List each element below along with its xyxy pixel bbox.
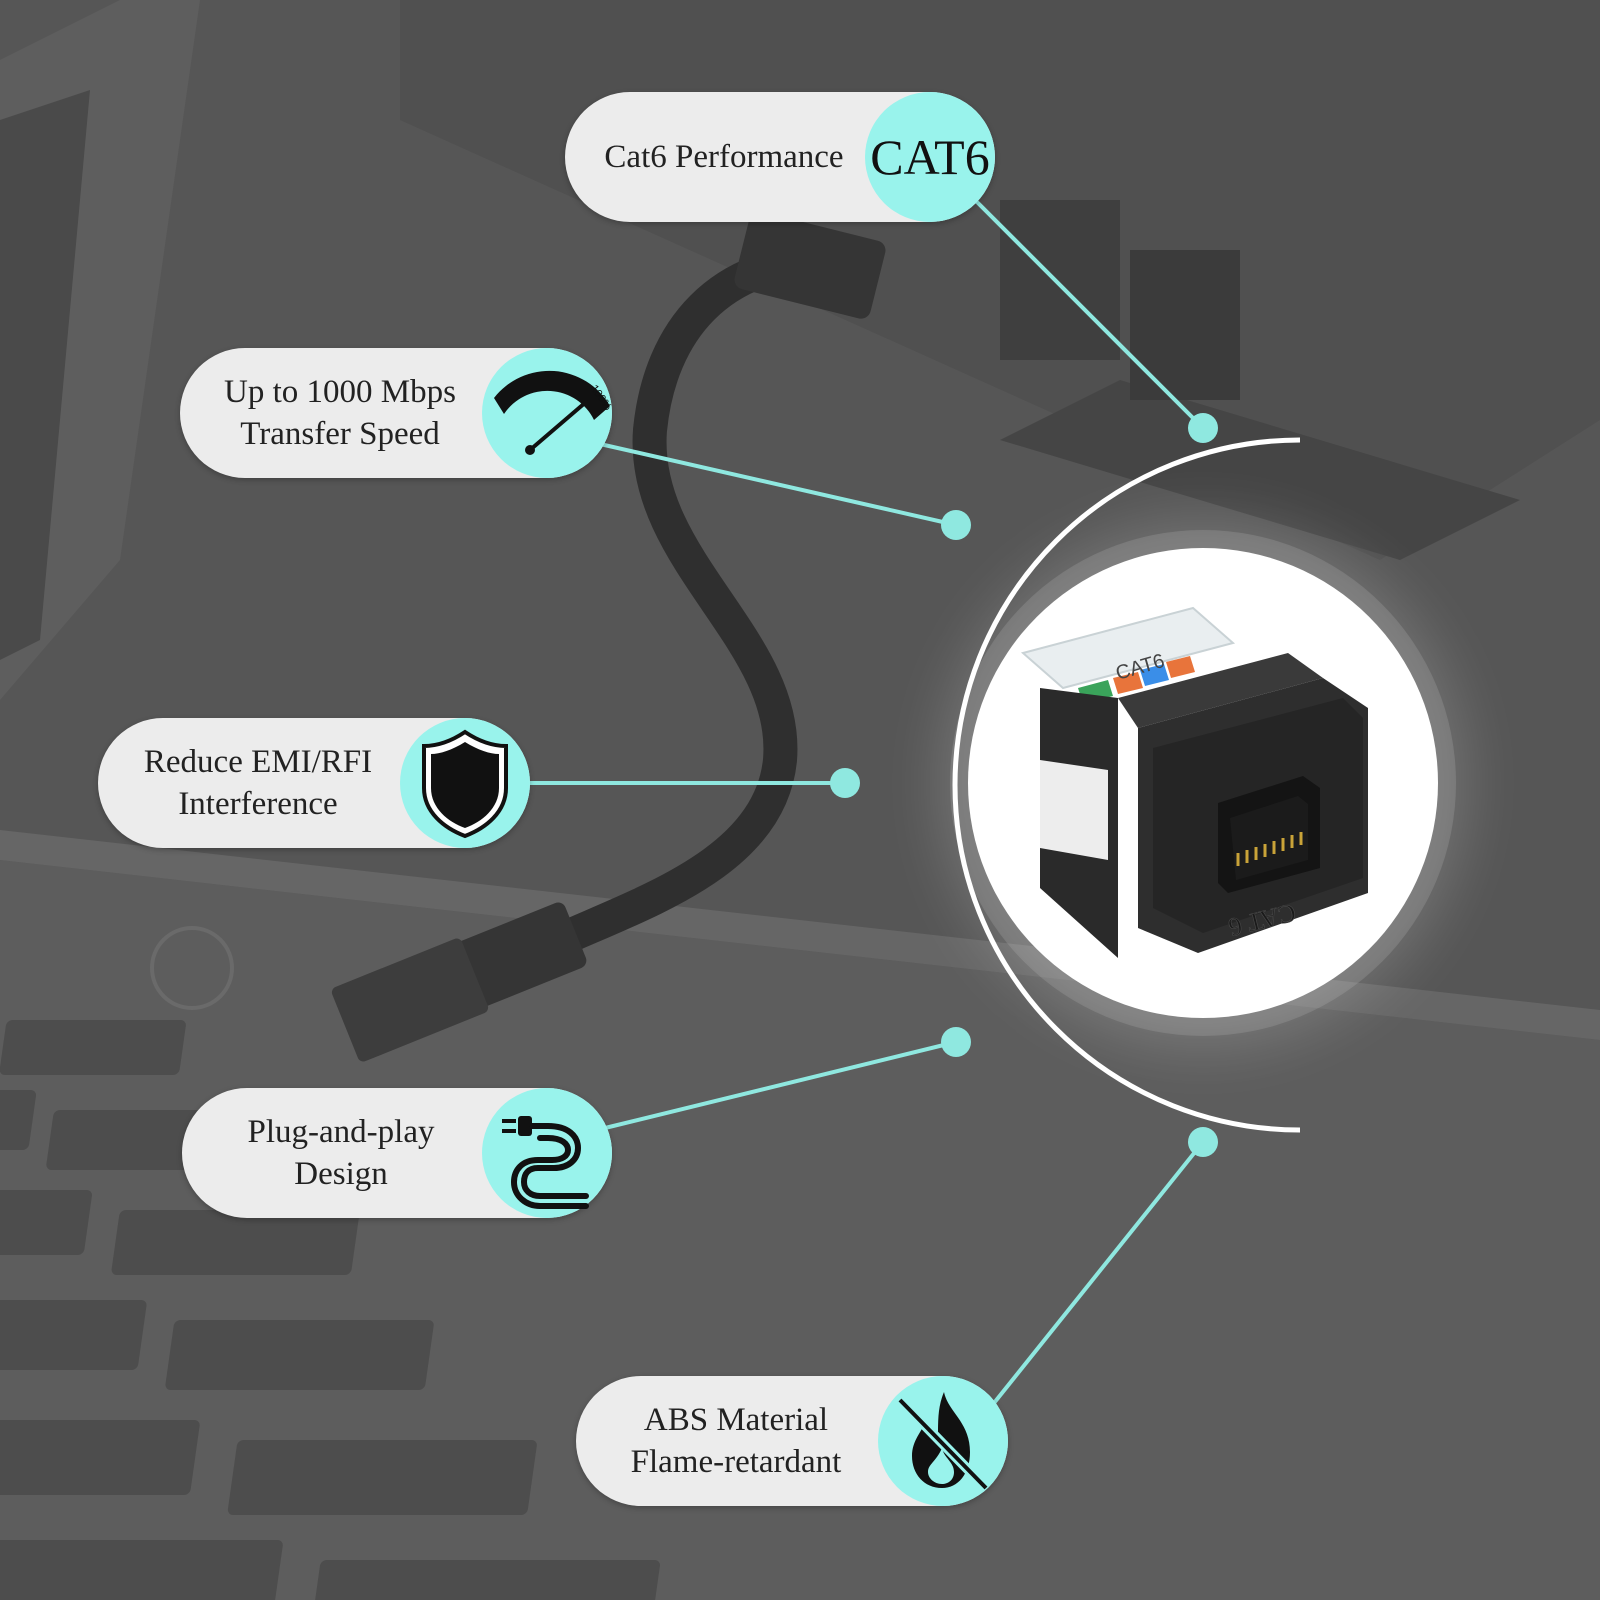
feature-speed-line-1: Up to 1000 Mbps xyxy=(224,374,456,410)
feature-abs-text: ABS Material Flame-retardant xyxy=(576,1399,878,1483)
feature-abs-pill: ABS Material Flame-retardant xyxy=(576,1376,1008,1506)
feature-plug-pill: Plug-and-play Design xyxy=(182,1088,612,1218)
cat6-icon-label: CAT6 xyxy=(870,129,990,185)
gold-pins xyxy=(1236,832,1303,866)
feature-cat6-text: Cat6 Performance xyxy=(565,136,865,178)
feature-speed-text: Up to 1000 Mbps Transfer Speed xyxy=(180,371,482,455)
feature-abs-line-1: ABS Material xyxy=(643,1402,829,1438)
feature-emi-line-2: Interference xyxy=(178,786,338,822)
feature-plug-line-2: Design xyxy=(294,1156,388,1192)
feature-speed-line-2: Transfer Speed xyxy=(240,416,440,452)
cat6-text-icon: CAT6 xyxy=(865,92,995,222)
speedometer-icon: 100% xyxy=(482,348,612,478)
feature-emi-line-1: Reduce EMI/RFI xyxy=(143,744,373,780)
feature-plug-line-1: Plug-and-play xyxy=(247,1114,435,1150)
feature-emi-text: Reduce EMI/RFI Interference xyxy=(98,741,400,825)
product-image-circle: CAT6 A B CAT 6 xyxy=(968,548,1438,1018)
keyboard-keys xyxy=(0,1020,660,1600)
no-flame-icon xyxy=(878,1376,1008,1506)
feature-cat6-pill: Cat6 Performance CAT6 xyxy=(565,92,995,222)
plug-cable-icon xyxy=(482,1088,612,1218)
feature-speed-pill: Up to 1000 Mbps Transfer Speed 100% xyxy=(180,348,612,478)
feature-plug-text: Plug-and-play Design xyxy=(182,1111,482,1195)
feature-abs-line-2: Flame-retardant xyxy=(630,1444,842,1480)
keystone-jack-image: CAT6 A B CAT 6 xyxy=(1020,606,1368,958)
shield-icon xyxy=(400,718,530,848)
feature-cat6-line-1: Cat6 Performance xyxy=(604,139,844,175)
feature-emi-pill: Reduce EMI/RFI Interference xyxy=(98,718,530,848)
